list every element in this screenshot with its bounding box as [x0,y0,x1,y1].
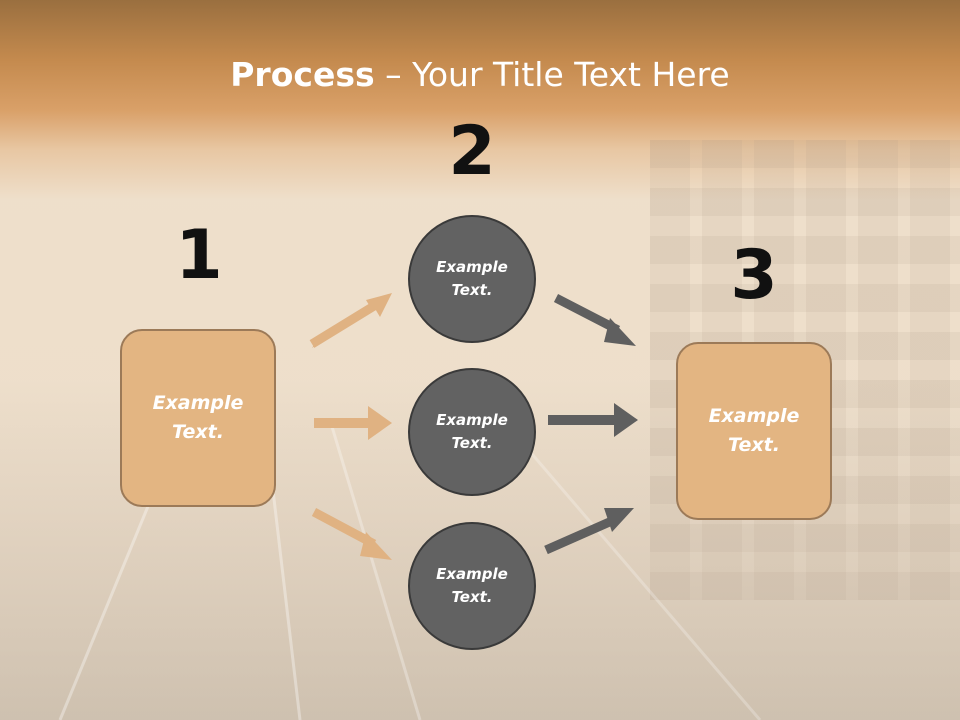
title-bold: Process [230,55,375,94]
arrow-1-to-2-top [309,293,392,348]
step-2-circle-top-label: Example Text. [436,258,508,299]
step-2-circle-bottom: Example Text. [408,522,536,650]
step-3-box: Example Text. [676,342,832,520]
step-2-circle-middle-label: Example Text. [436,411,508,452]
step-number-3: 3 [730,236,778,315]
step-2-circle-middle: Example Text. [408,368,536,496]
arrow-1-to-2-middle [314,406,392,440]
step-3-label: Example Text. [708,405,800,456]
step-2-circle-bottom-label: Example Text. [436,565,508,606]
title-rest: – Your Title Text Here [374,55,730,94]
arrow-2-middle-to-3 [548,403,638,437]
arrow-1-to-2-bottom [311,508,392,560]
step-1-box: Example Text. [120,329,276,507]
arrow-2-top-to-3 [553,294,636,346]
step-1-label: Example Text. [152,392,244,443]
step-number-2: 2 [448,112,496,191]
slide-title: Process – Your Title Text Here [0,54,960,96]
arrow-2-bottom-to-3 [544,508,634,555]
step-number-1: 1 [175,216,223,295]
step-2-circle-top: Example Text. [408,215,536,343]
